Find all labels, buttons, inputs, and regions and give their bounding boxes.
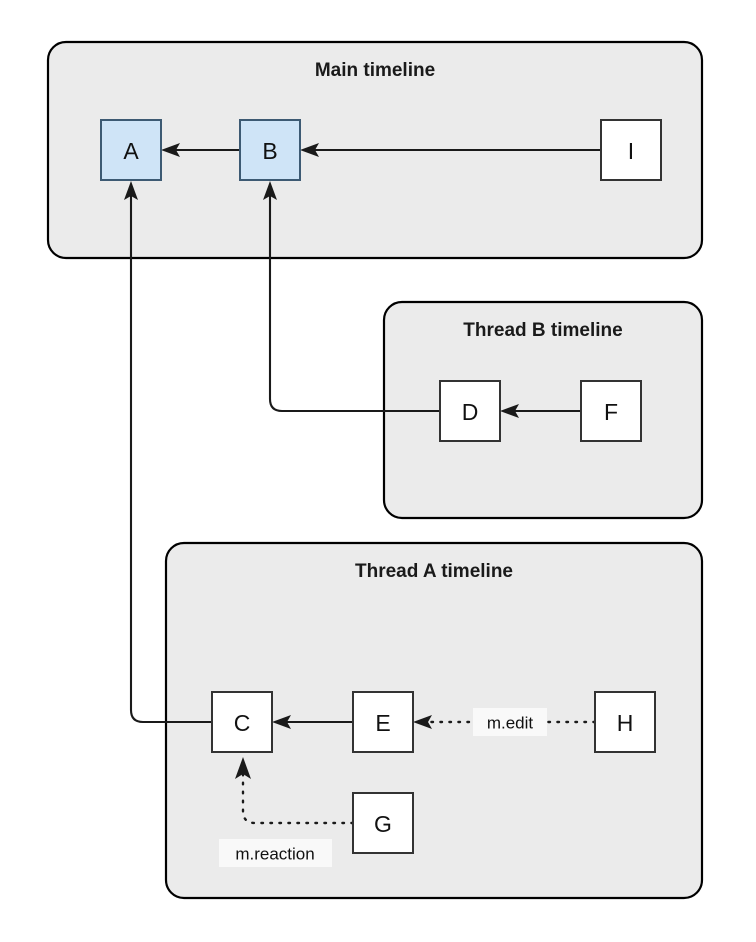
node-b-rect [239, 119, 301, 181]
edge-g-to-c-line [241, 770, 355, 825]
node-e[interactable]: E [352, 691, 414, 753]
edge-g-to-c-arrowhead [235, 757, 251, 779]
container-thread-b-timeline-title: Thread B timeline [463, 320, 622, 341]
edge-h-to-e: m.edit [413, 708, 597, 736]
container-main-timeline-title: Main timeline [315, 60, 435, 81]
node-f-rect [580, 380, 642, 442]
edge-e-to-c-arrowhead [272, 715, 291, 729]
node-h-label: H [617, 710, 634, 736]
node-i-label: I [628, 138, 634, 164]
container-thread-a-timeline[interactable]: Thread A timeline [164, 541, 704, 900]
node-d-label: D [462, 399, 479, 425]
node-c-label: C [234, 710, 251, 736]
container-thread-a-timeline-title: Thread A timeline [355, 561, 513, 582]
edge-h-to-e-label: m.edit [487, 714, 534, 733]
edge-e-to-c [272, 715, 353, 729]
edge-c-to-a-line [129, 192, 212, 724]
node-c[interactable]: C [211, 691, 273, 753]
node-h[interactable]: H [594, 691, 656, 753]
node-b-label: B [262, 138, 277, 164]
edge-g-to-c-label: m.reaction [235, 845, 314, 864]
edge-i-to-b [300, 143, 601, 157]
node-g[interactable]: G [352, 792, 414, 854]
node-i[interactable]: I [600, 119, 662, 181]
edge-f-to-d [500, 404, 581, 418]
node-b[interactable]: B [239, 119, 301, 181]
node-d[interactable]: D [439, 380, 501, 442]
edge-d-to-b [263, 181, 440, 413]
node-g-rect [352, 792, 414, 854]
node-c-rect [211, 691, 273, 753]
edge-h-to-e-arrowhead [413, 715, 432, 729]
node-a[interactable]: A [100, 119, 162, 181]
node-e-label: E [375, 710, 390, 736]
edge-c-to-a [124, 181, 212, 724]
edge-g-to-c-label-bg [219, 839, 332, 867]
edge-d-to-b-arrowhead [263, 181, 277, 200]
node-i-rect [600, 119, 662, 181]
node-e-rect [352, 691, 414, 753]
edge-d-to-b-line [268, 192, 440, 413]
node-f-label: F [604, 399, 618, 425]
edge-h-to-e-label-bg [473, 708, 547, 736]
node-a-rect [100, 119, 162, 181]
edge-c-to-a-arrowhead [124, 181, 138, 200]
container-thread-a-timeline-rect [164, 541, 704, 900]
node-f[interactable]: F [580, 380, 642, 442]
edge-b-to-a-arrowhead [161, 143, 180, 157]
node-a-label: A [123, 138, 139, 164]
node-g-label: G [374, 811, 392, 837]
node-h-rect [594, 691, 656, 753]
node-d-rect [439, 380, 501, 442]
edge-g-to-c: m.reaction [219, 757, 355, 867]
edge-b-to-a [161, 143, 240, 157]
edge-i-to-b-arrowhead [300, 143, 319, 157]
edge-f-to-d-arrowhead [500, 404, 519, 418]
